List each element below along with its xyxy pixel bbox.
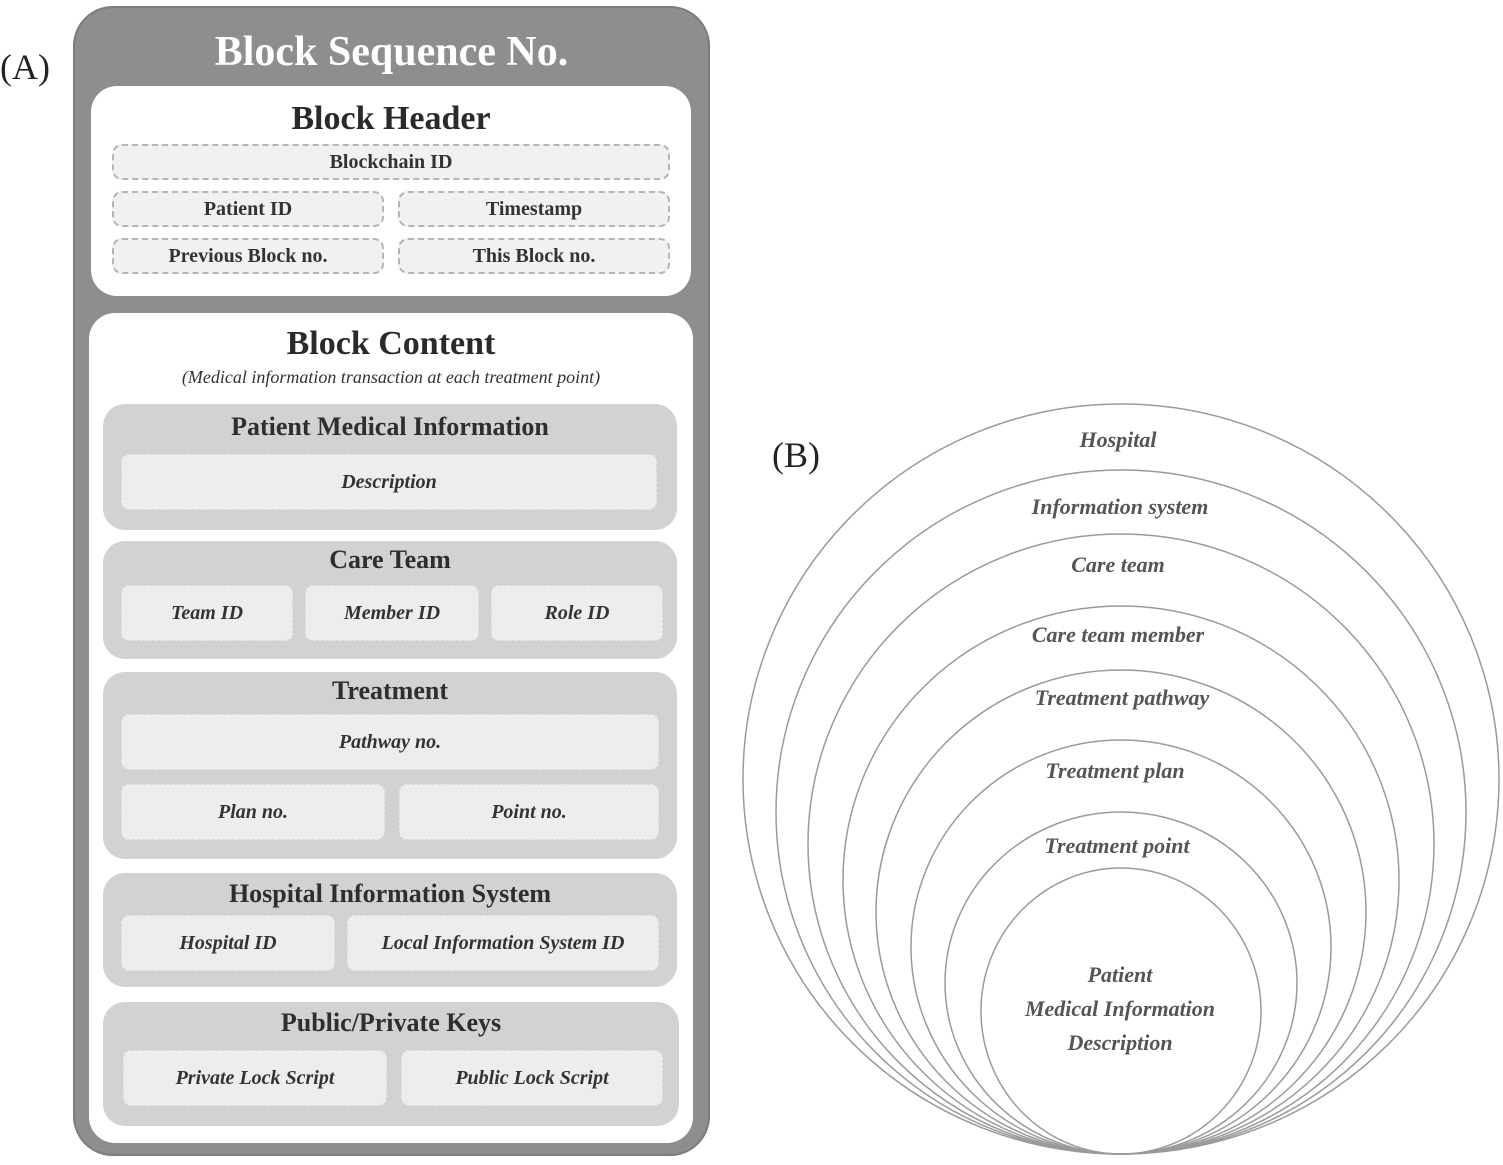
field-local-information-system-id: Local Information System ID bbox=[347, 915, 659, 971]
block-header-card: Block Header Blockchain ID Patient ID Ti… bbox=[91, 86, 691, 296]
core-outline bbox=[980, 867, 1262, 1155]
group-hospital-information-system: Hospital Information System Hospital ID … bbox=[103, 873, 677, 987]
layer-label-care-team: Care team bbox=[1071, 552, 1165, 577]
group-patient-medical-information: Patient Medical Information Description bbox=[103, 404, 677, 530]
group-care-team: Care Team Team ID Member ID Role ID bbox=[103, 541, 677, 659]
field-member-id: Member ID bbox=[305, 585, 479, 641]
layer-label-treatment-point: Treatment point bbox=[1044, 833, 1190, 858]
layer-label-treatment-plan: Treatment plan bbox=[1045, 758, 1184, 783]
field-public-lock-script: Public Lock Script bbox=[401, 1050, 663, 1106]
group-title: Treatment bbox=[332, 676, 448, 705]
field-role-id: Role ID bbox=[491, 585, 663, 641]
field-hospital-id: Hospital ID bbox=[121, 915, 335, 971]
panel-a-label: (A) bbox=[0, 47, 50, 87]
field-private-lock-script: Private Lock Script bbox=[123, 1050, 387, 1106]
layer-outline-treatment-pathway bbox=[875, 669, 1367, 1155]
block-content-card: Block Content (Medical information trans… bbox=[89, 313, 693, 1143]
core-label-line-1: Patient bbox=[1087, 962, 1154, 987]
core-label-line-2: Medical Information bbox=[1024, 996, 1215, 1021]
layer-label-information-system: Information system bbox=[1031, 494, 1209, 519]
group-title: Patient Medical Information bbox=[231, 412, 549, 441]
field-patient-id: Patient ID bbox=[112, 191, 384, 227]
field-plan-no: Plan no. bbox=[121, 784, 385, 840]
block-content-subtitle: (Medical information transaction at each… bbox=[181, 367, 601, 387]
block-header-title: Block Header bbox=[291, 100, 491, 137]
group-public-private-keys: Public/Private Keys Private Lock Script … bbox=[103, 1002, 679, 1126]
field-team-id: Team ID bbox=[121, 585, 293, 641]
panel-b-label: (B) bbox=[772, 435, 820, 475]
field-previous-block-no: Previous Block no. bbox=[112, 238, 384, 274]
block-sequence-title: Block Sequence No. bbox=[214, 29, 569, 75]
layer-label-hospital: Hospital bbox=[1078, 427, 1157, 452]
field-description: Description bbox=[121, 454, 657, 510]
field-point-no: Point no. bbox=[399, 784, 659, 840]
field-this-block-no: This Block no. bbox=[398, 238, 670, 274]
field-pathway-no: Pathway no. bbox=[121, 714, 659, 770]
group-title: Public/Private Keys bbox=[280, 1008, 502, 1037]
group-title: Hospital Information System bbox=[228, 879, 552, 908]
field-blockchain-id: Blockchain ID bbox=[112, 144, 670, 180]
block-content-title: Block Content bbox=[286, 325, 496, 362]
layer-outline-treatment-plan bbox=[910, 739, 1332, 1155]
block-structure: Block Sequence No. Block Header Blockcha… bbox=[73, 6, 710, 1156]
field-timestamp: Timestamp bbox=[398, 191, 670, 227]
group-treatment: Treatment Pathway no. Plan no. Point no. bbox=[103, 672, 677, 859]
layer-label-treatment-pathway: Treatment pathway bbox=[1035, 685, 1210, 710]
core-label-line-3: Description bbox=[1066, 1030, 1172, 1055]
group-title: Care Team bbox=[329, 545, 451, 574]
layer-label-care-team-member: Care team member bbox=[1032, 622, 1205, 647]
